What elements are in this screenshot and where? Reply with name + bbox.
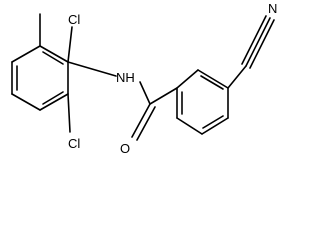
chlorine-bottom-label: Cl: [68, 136, 80, 151]
nh-label: NH: [116, 70, 135, 85]
ring-bond: [39, 93, 69, 111]
ring-double-bond: [200, 75, 224, 90]
carbonyl-bond-a: [131, 103, 151, 138]
nitrile-nitrogen-label: N: [268, 1, 277, 16]
ring-bond: [201, 117, 229, 135]
nitrile-triple-bond-right: [249, 19, 275, 69]
ring-bond: [11, 93, 41, 111]
ring-bond: [176, 69, 199, 89]
chlorine-top-label: Cl: [68, 12, 80, 27]
nitrogen-carbonyl-bond: [139, 81, 151, 105]
ring-bond: [11, 45, 41, 63]
chloro-bond-top: [67, 26, 73, 63]
aryl-nitrogen-bond: [67, 61, 117, 77]
carbonyl-bond-b: [136, 106, 156, 141]
ring-bond: [39, 45, 69, 63]
nitrile-triple-bond-center: [245, 17, 271, 67]
ring-bond: [176, 117, 203, 135]
left-aryl-ring: [11, 45, 69, 111]
ring-double-bond: [202, 115, 224, 129]
ring-double-bond: [42, 51, 64, 65]
ring-double-bond: [42, 91, 64, 105]
nitrile-triple-bond-left: [241, 15, 267, 65]
right-aryl-ring: [149, 69, 229, 135]
molecule-structure-diagram: Cl Cl NH O N: [11, 1, 277, 155]
chloro-bond-bottom: [67, 93, 71, 133]
oxygen-label: O: [120, 141, 130, 155]
carbonyl-ring-bond: [149, 87, 178, 105]
ring-bond: [197, 69, 229, 89]
nitrile-attachment-bond: [227, 65, 247, 89]
